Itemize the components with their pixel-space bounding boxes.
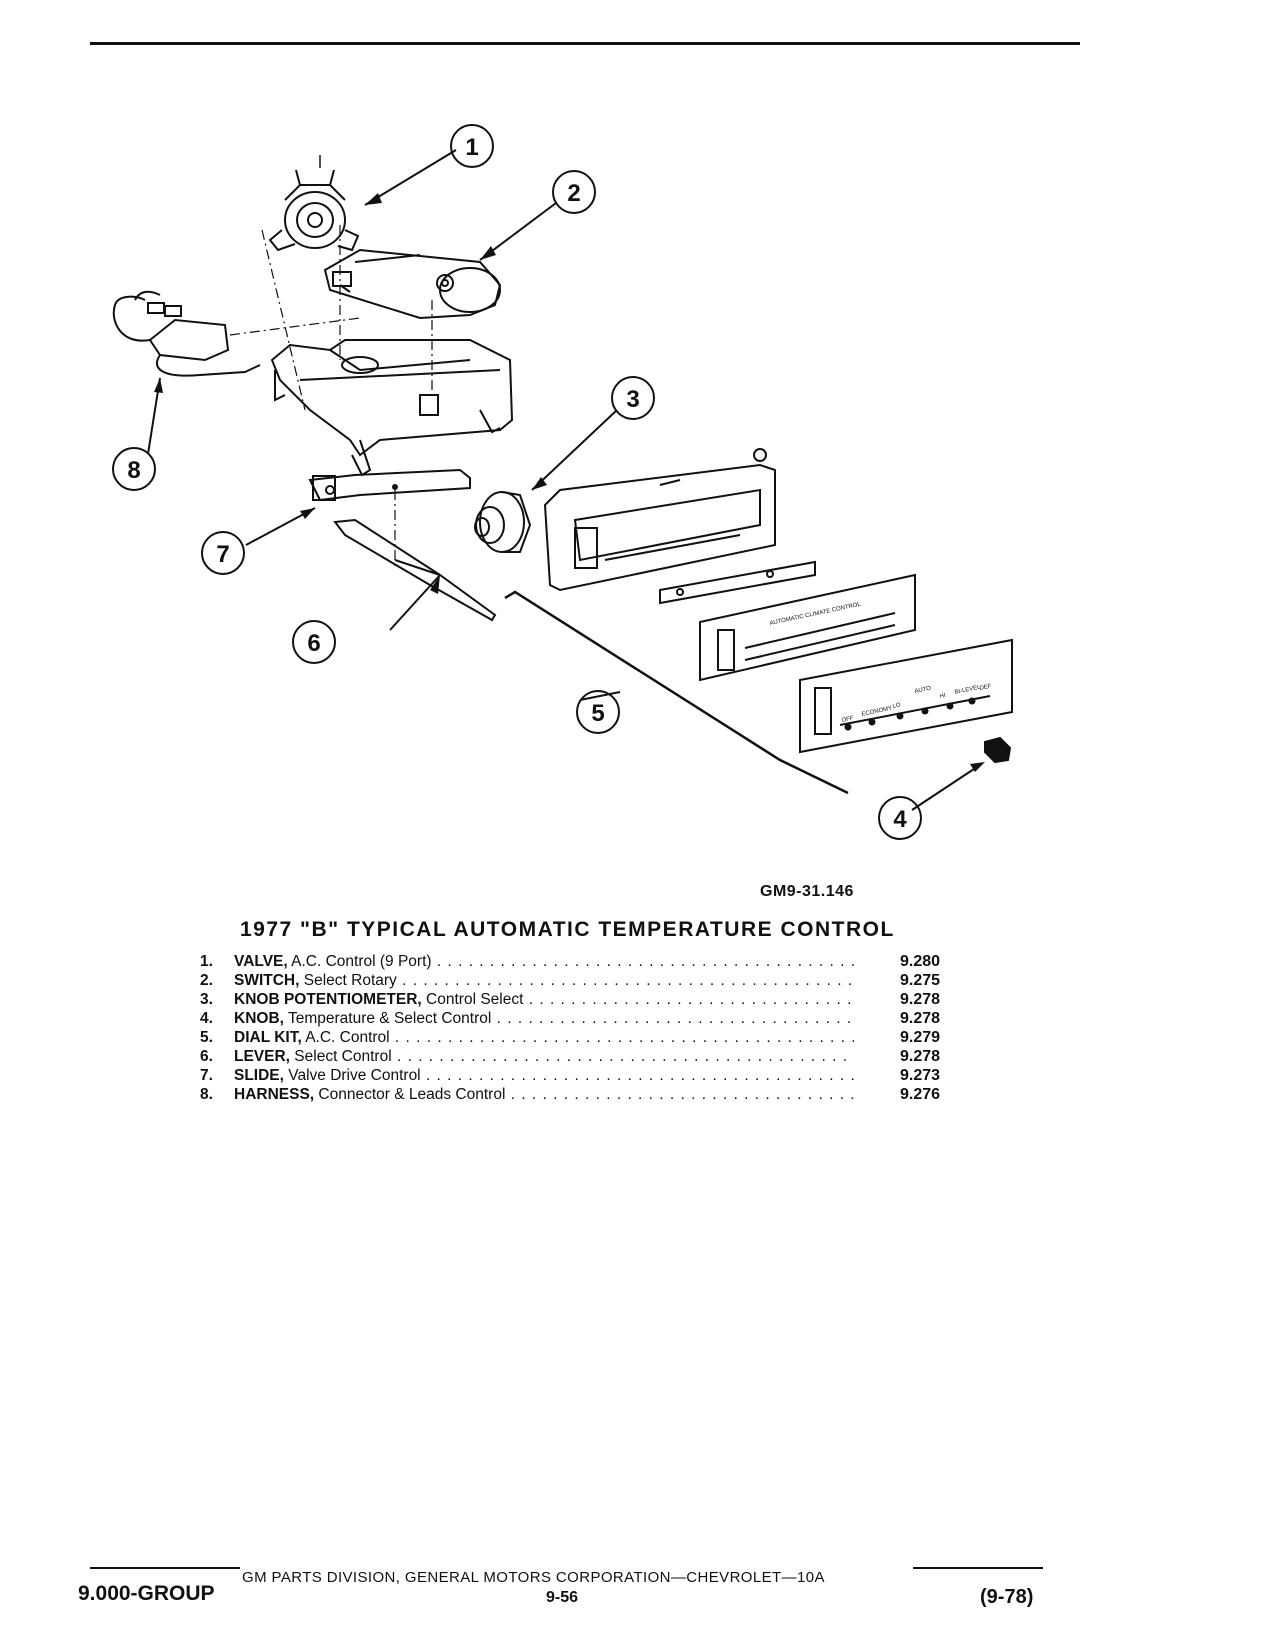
part-detail: Control Select: [421, 991, 524, 1008]
part-detail: Select Rotary: [299, 972, 397, 989]
part-number: 6.: [200, 1048, 213, 1065]
part-name: LEVER,: [234, 1048, 290, 1065]
part-group-number: 9.279: [900, 1029, 941, 1046]
alignment-lines: [229, 225, 433, 570]
part-number: 2.: [200, 972, 213, 989]
callout-7: 7: [216, 541, 229, 568]
mode-lo-label: LO: [892, 702, 901, 710]
part-number: 5.: [200, 1029, 213, 1046]
bezel-part-drawing: [543, 448, 776, 592]
potentiometer-part-drawing: [474, 491, 532, 553]
dial-kit-bracket-line: [504, 590, 849, 795]
mode-def-label: DEF: [979, 684, 992, 692]
part-description: LEVER, Select Control: [234, 1048, 854, 1066]
knob-part-drawing: [984, 736, 1012, 764]
part-number: 8.: [200, 1086, 213, 1103]
group-label: 9.000-GROUP: [78, 1582, 215, 1605]
part-description: SWITCH, Select Rotary: [234, 972, 854, 990]
part-description: HARNESS, Connector & Leads Control: [234, 1086, 854, 1104]
exploded-parts-diagram: AUTOMATIC CLIMATE CONTROL OFF ECONOMY LO…: [112, 124, 1013, 840]
part-name: VALVE,: [234, 953, 288, 970]
mode-auto-label: AUTO: [914, 686, 932, 695]
part-detail: Temperature & Select Control: [283, 1010, 492, 1027]
dial-strip-drawing: [659, 560, 816, 605]
callout-3: 3: [626, 386, 639, 413]
mode-off-label: OFF: [841, 716, 854, 724]
part-group-number: 9.280: [900, 953, 941, 970]
part-name: SWITCH,: [234, 972, 300, 989]
valve-part-drawing: [268, 155, 360, 252]
slide-part-drawing: [308, 468, 471, 502]
part-detail: A.C. Control (9 Port): [287, 953, 432, 970]
part-group-number: 9.278: [900, 1010, 941, 1027]
part-name: HARNESS,: [234, 1086, 315, 1103]
callout-2: 2: [567, 180, 580, 207]
part-row: 6. LEVER, Select Control 9.278: [200, 1048, 960, 1067]
figure-caption: 1977 "B" TYPICAL AUTOMATIC TEMPERATURE C…: [240, 918, 895, 941]
footer-rule-left: [90, 1567, 240, 1569]
parts-list: 1. VALVE, A.C. Control (9 Port) 9.280 2.…: [200, 953, 960, 1105]
mode-bilevel-label: BI-LEVEL: [954, 684, 982, 695]
part-row: 1. VALVE, A.C. Control (9 Port) 9.280: [200, 953, 960, 972]
part-row: 3. KNOB POTENTIOMETER, Control Select 9.…: [200, 991, 960, 1010]
arrow-heads: [154, 193, 985, 772]
figure-id: GM9-31.146: [760, 883, 854, 900]
part-name: SLIDE,: [234, 1067, 284, 1084]
part-row: 7. SLIDE, Valve Drive Control 9.273: [200, 1067, 960, 1086]
part-number: 4.: [200, 1010, 213, 1027]
control-housing-drawing: [270, 339, 514, 477]
part-number: 3.: [200, 991, 213, 1008]
part-description: VALVE, A.C. Control (9 Port): [234, 953, 854, 971]
part-group-number: 9.278: [900, 1048, 941, 1065]
part-group-number: 9.273: [900, 1067, 941, 1084]
page-date: (9-78): [980, 1586, 1034, 1608]
mode-hi-label: HI: [939, 693, 946, 700]
part-description: DIAL KIT, A.C. Control: [234, 1029, 854, 1047]
callout-1: 1: [465, 134, 478, 161]
page-number: 9-56: [546, 1589, 579, 1606]
part-description: KNOB POTENTIOMETER, Control Select: [234, 991, 854, 1009]
part-group-number: 9.276: [900, 1086, 941, 1103]
part-number: 7.: [200, 1067, 213, 1084]
callout-circles: [112, 124, 922, 840]
part-detail: Select Control: [289, 1048, 392, 1065]
part-row: 8. HARNESS, Connector & Leads Control 9.…: [200, 1086, 960, 1105]
front-panel-drawing: OFF ECONOMY LO AUTO HI BI-LEVEL DEF: [799, 638, 1013, 754]
footer-publisher: GM PARTS DIVISION, GENERAL MOTORS CORPOR…: [242, 1569, 825, 1586]
part-group-number: 9.275: [900, 972, 941, 989]
part-name: DIAL KIT,: [234, 1029, 302, 1046]
part-name: KNOB,: [234, 1010, 284, 1027]
top-rule: [90, 42, 1080, 45]
callout-6: 6: [307, 630, 320, 657]
part-row: 4. KNOB, Temperature & Select Control 9.…: [200, 1010, 960, 1029]
part-name: KNOB POTENTIOMETER,: [234, 991, 422, 1008]
part-description: KNOB, Temperature & Select Control: [234, 1010, 854, 1028]
part-detail: Valve Drive Control: [283, 1067, 421, 1084]
part-group-number: 9.278: [900, 991, 941, 1008]
part-number: 1.: [200, 953, 213, 970]
switch-part-drawing: [323, 248, 502, 320]
part-row: 5. DIAL KIT, A.C. Control 9.279: [200, 1029, 960, 1048]
part-row: 2. SWITCH, Select Rotary 9.275: [200, 972, 960, 991]
callout-8: 8: [127, 457, 140, 484]
part-description: SLIDE, Valve Drive Control: [234, 1067, 854, 1085]
callout-5: 5: [591, 700, 604, 727]
part-detail: A.C. Control: [301, 1029, 390, 1046]
callout-4: 4: [893, 806, 907, 833]
lever-part-drawing: [333, 518, 497, 622]
part-detail: Connector & Leads Control: [314, 1086, 506, 1103]
footer-rule-right: [913, 1567, 1043, 1569]
leader-arrows: [147, 149, 981, 811]
harness-part-drawing: [112, 290, 261, 377]
